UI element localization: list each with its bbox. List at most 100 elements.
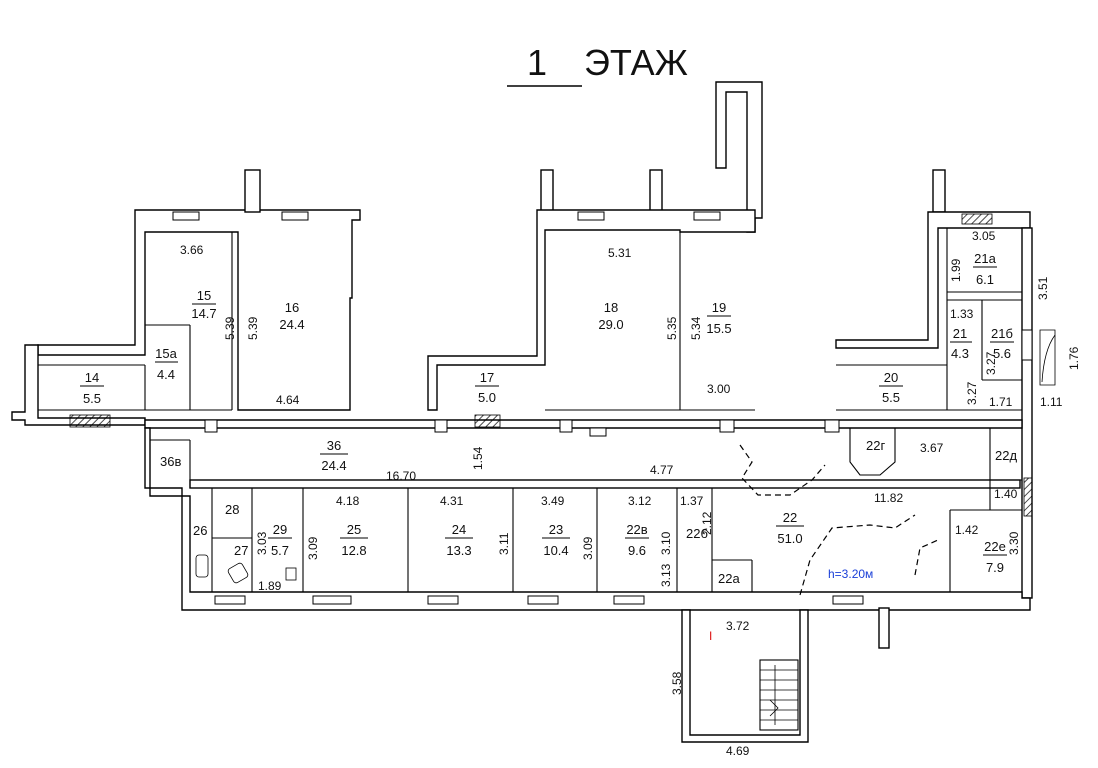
room-14: 145.5 [80,370,104,406]
svg-text:1.40: 1.40 [994,487,1018,501]
svg-text:5.5: 5.5 [83,391,101,406]
svg-text:14: 14 [85,370,99,385]
svg-text:1.76: 1.76 [1067,346,1081,370]
svg-text:1.71: 1.71 [989,395,1013,409]
tag-26: 26 [193,523,207,538]
room-20: 205.5 [879,370,903,405]
svg-text:19: 19 [712,300,726,315]
svg-text:3.10: 3.10 [659,531,673,555]
svg-text:18: 18 [604,300,618,315]
svg-text:24: 24 [452,522,466,537]
svg-text:3.11: 3.11 [497,532,511,555]
svg-text:25: 25 [347,522,361,537]
room-29: 295.7 [268,522,292,558]
svg-text:5.7: 5.7 [271,543,289,558]
svg-text:1.42: 1.42 [955,523,979,537]
ceiling-height-note: h=3.20м [828,567,873,581]
svg-text:29: 29 [273,522,287,537]
sanitary-fixtures [195,329,1056,584]
svg-text:4.64: 4.64 [276,393,300,407]
svg-text:22е: 22е [984,539,1006,554]
staircase [759,659,799,731]
svg-text:3.58: 3.58 [670,671,684,695]
svg-text:14.7: 14.7 [191,306,216,321]
svg-text:24.4: 24.4 [279,317,304,332]
svg-text:3.72: 3.72 [726,619,750,633]
svg-text:5.39: 5.39 [246,316,260,340]
svg-text:21б: 21б [991,326,1013,341]
svg-text:3.30: 3.30 [1007,531,1021,555]
svg-text:5.34: 5.34 [689,316,703,340]
svg-text:20: 20 [884,370,898,385]
svg-text:1.33: 1.33 [950,307,974,321]
svg-text:24.4: 24.4 [321,458,346,473]
svg-text:4.3: 4.3 [951,346,969,361]
svg-text:3.49: 3.49 [541,494,565,508]
tag-28: 28 [225,502,239,517]
corridor-columns [204,419,840,437]
room-24: 24 13.3 [445,522,473,558]
svg-text:4.77: 4.77 [650,463,674,477]
svg-text:3.12: 3.12 [628,494,652,508]
room-16: 16 24.4 [279,300,304,332]
svg-text:3.27: 3.27 [984,351,998,375]
tag-22g: 22г [866,438,885,453]
svg-text:16: 16 [285,300,299,315]
tag-22d: 22д [995,448,1017,463]
svg-text:3.66: 3.66 [180,243,204,257]
tag-36v: 36в [160,454,181,469]
svg-text:4.18: 4.18 [336,494,360,508]
svg-text:22в: 22в [626,522,647,537]
svg-text:3.13: 3.13 [659,563,673,587]
svg-text:4.31: 4.31 [440,494,464,508]
svg-text:3.27: 3.27 [965,381,979,405]
svg-text:3.00: 3.00 [707,382,731,396]
svg-text:5.31: 5.31 [608,246,632,260]
svg-text:6.1: 6.1 [976,272,994,287]
floor-label: ЭТАЖ [584,42,688,83]
svg-text:5.39: 5.39 [223,316,237,340]
svg-text:13.3: 13.3 [446,543,471,558]
windows [172,211,1033,605]
svg-text:21а: 21а [974,251,996,266]
entrance-mark: I [709,629,712,643]
svg-text:1.37: 1.37 [680,494,704,508]
svg-text:7.9: 7.9 [986,560,1004,575]
tag-22a: 22а [718,571,740,586]
svg-text:5.5: 5.5 [882,390,900,405]
svg-text:10.4: 10.4 [543,543,568,558]
svg-text:2.12: 2.12 [700,511,714,535]
hatched-shafts [69,213,1033,517]
svg-text:3.51: 3.51 [1036,276,1050,300]
floor-number: 1 [527,42,547,83]
svg-text:3.03: 3.03 [255,531,269,555]
svg-text:29.0: 29.0 [598,317,623,332]
svg-text:3.09: 3.09 [306,536,320,560]
room-17: 175.0 [475,370,499,405]
tag-27: 27 [234,543,248,558]
svg-text:36: 36 [327,438,341,453]
svg-text:23: 23 [549,522,563,537]
svg-text:22: 22 [783,510,797,525]
svg-text:9.6: 9.6 [628,543,646,558]
interior-walls [38,228,1022,592]
svg-text:17: 17 [480,370,494,385]
svg-text:3.05: 3.05 [972,229,996,243]
room-23: 23 10.4 [542,522,570,558]
svg-text:4.69: 4.69 [726,744,750,758]
svg-text:11.82: 11.82 [874,491,903,505]
svg-text:5.6: 5.6 [993,346,1011,361]
dimensions: 3.66 5.39 5.39 4.64 5.31 5.35 5.34 3.00 … [180,229,1081,758]
svg-text:3.67: 3.67 [920,441,944,455]
